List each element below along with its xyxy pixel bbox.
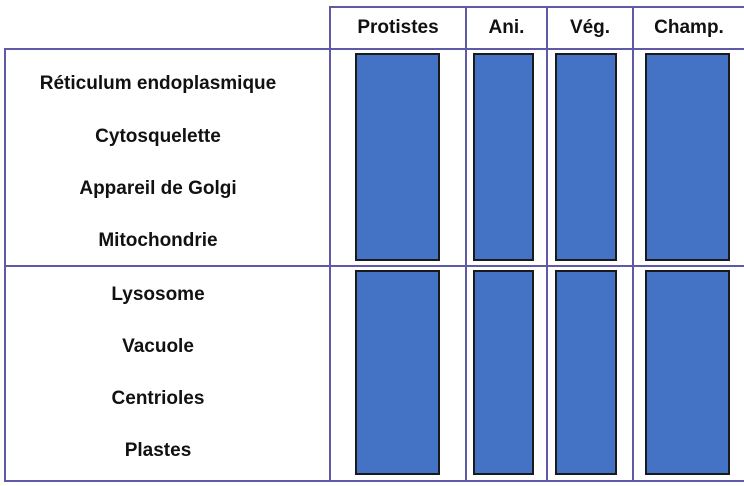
row-label-plastes: Plastes bbox=[124, 440, 192, 461]
row-label-golgi: Appareil de Golgi bbox=[79, 178, 237, 199]
answer-box-champ-group1[interactable] bbox=[645, 53, 730, 261]
header-top-border bbox=[329, 6, 744, 8]
row-label-centrioles: Centrioles bbox=[111, 388, 205, 409]
col-divider-2 bbox=[546, 6, 548, 482]
answer-box-ani-group1[interactable] bbox=[473, 53, 534, 261]
row-label-lysosome: Lysosome bbox=[111, 284, 205, 305]
row-label-vacuole: Vacuole bbox=[122, 336, 194, 357]
answer-box-veg-group2[interactable] bbox=[555, 270, 617, 475]
column-header-veg: Vég. bbox=[569, 17, 611, 38]
col-divider-1 bbox=[465, 6, 467, 482]
answer-box-ani-group2[interactable] bbox=[473, 270, 534, 475]
row-label-mitochondrie: Mitochondrie bbox=[98, 230, 218, 251]
row-label-reticulum: Réticulum endoplasmique bbox=[39, 73, 277, 94]
group-divider bbox=[4, 265, 744, 267]
answer-box-champ-group2[interactable] bbox=[645, 270, 730, 475]
col-divider-3 bbox=[632, 6, 634, 482]
row-label-cytosquelette: Cytosquelette bbox=[95, 126, 221, 147]
answer-box-veg-group1[interactable] bbox=[555, 53, 617, 261]
answer-box-protistes-group1[interactable] bbox=[355, 53, 440, 261]
column-header-champ: Champ. bbox=[654, 17, 724, 38]
table-left-border bbox=[4, 48, 6, 482]
col-divider-labels bbox=[329, 6, 331, 482]
answer-box-protistes-group2[interactable] bbox=[355, 270, 440, 475]
column-header-ani: Ani. bbox=[488, 17, 525, 38]
header-bottom-border bbox=[4, 48, 744, 50]
column-header-protistes: Protistes bbox=[357, 17, 439, 38]
table-bottom-border bbox=[4, 480, 744, 482]
